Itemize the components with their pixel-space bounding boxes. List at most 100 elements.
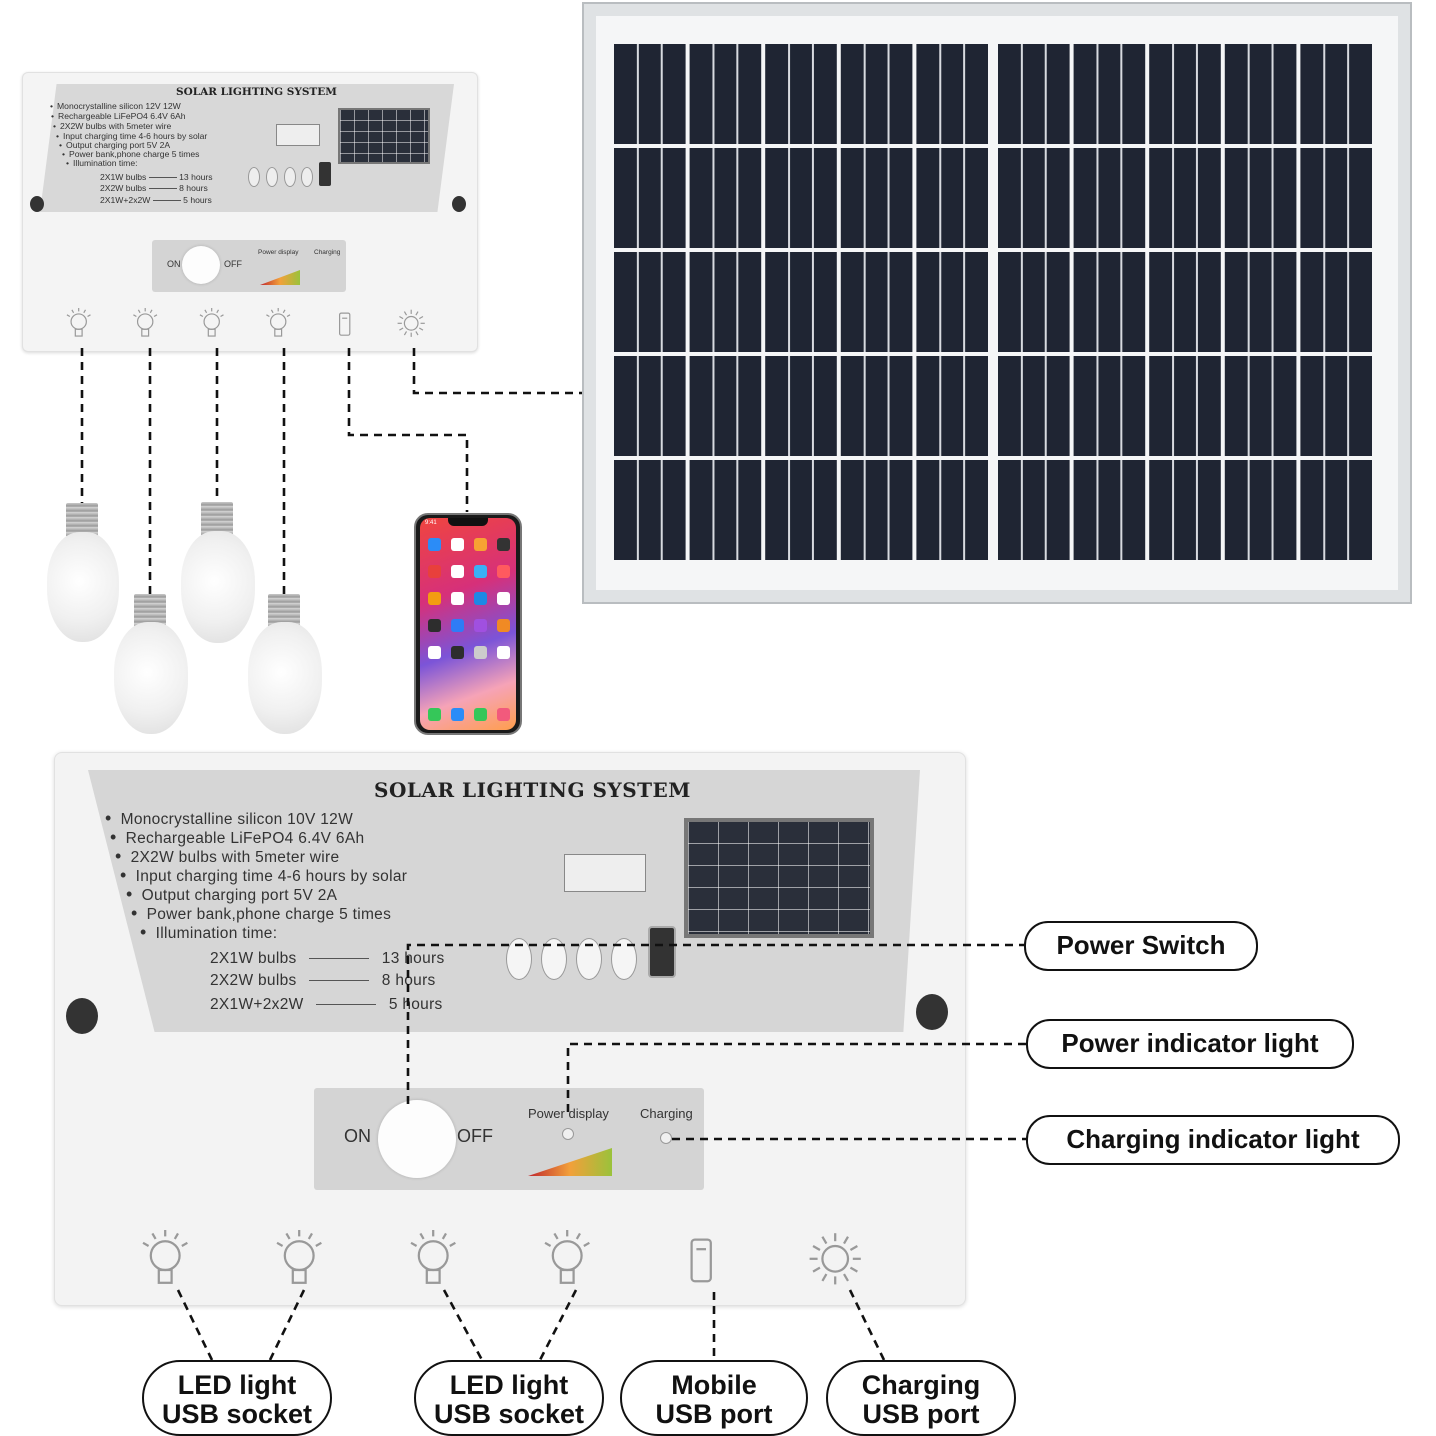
- power-display-label: Power display: [258, 249, 299, 256]
- illum-load: 2X1W bulbs: [100, 172, 147, 182]
- power-switch-small[interactable]: [182, 246, 220, 284]
- app-icon: [497, 565, 510, 578]
- spec-line: Input charging time 4-6 hours by solar: [56, 131, 207, 141]
- battery-level-indicator: [528, 1148, 612, 1176]
- bulb-glass: [248, 622, 322, 734]
- callout-line: LED light: [177, 1370, 297, 1400]
- solar-cell: [1149, 148, 1221, 248]
- spec-line: Monocrystalline silicon 10V 12W: [105, 808, 353, 829]
- solar-cell: [765, 148, 837, 248]
- sun-icon: [809, 1233, 861, 1285]
- controller-small-ports: [66, 308, 425, 337]
- solar-cell: [1073, 356, 1146, 456]
- solar-cell: [1073, 252, 1146, 352]
- bulb-icon: [142, 1230, 188, 1284]
- app-icon: [428, 565, 441, 578]
- screw-hole: [30, 196, 44, 212]
- callout-power-switch: Power Switch: [1024, 921, 1258, 971]
- bulb-icon: [276, 1230, 322, 1284]
- app-icon: [451, 646, 464, 659]
- illum-load: 2X1W+2x2W: [100, 195, 151, 205]
- callout-line: Charging: [861, 1370, 981, 1400]
- solar-cell: [689, 356, 762, 456]
- solar-cell: [689, 148, 762, 248]
- solar-cell: [1300, 356, 1372, 456]
- solar-cell: [1224, 44, 1297, 144]
- spec-line: Illumination time:: [66, 158, 137, 168]
- off-label: OFF: [224, 259, 242, 269]
- bulb-glass: [47, 532, 119, 642]
- bulb-icon: [199, 308, 224, 337]
- solar-panel: [596, 16, 1398, 590]
- solar-cell: [1149, 356, 1221, 456]
- illum-row: 2X1W bulbs 13 hours: [210, 950, 445, 968]
- solar-cell: [1300, 148, 1372, 248]
- solar-panel-picture: [684, 818, 874, 938]
- callout-line: Mobile: [671, 1370, 757, 1400]
- illum-row: 2X1W bulbs 13 hours: [100, 172, 213, 182]
- illum-time: 8 hours: [381, 972, 436, 989]
- app-icon: [497, 592, 510, 605]
- spec-line: Power bank,phone charge 5 times: [62, 149, 199, 159]
- illum-time: 5 hours: [388, 996, 443, 1013]
- spec-line: Output charging port 5V 2A: [59, 140, 170, 150]
- screw-hole: [452, 196, 466, 212]
- solar-cell: [1224, 460, 1297, 560]
- solar-cell: [840, 148, 913, 248]
- bulb-picture: [284, 167, 296, 187]
- charging-label: Charging: [314, 249, 341, 256]
- charging-indicator-light: [660, 1132, 672, 1144]
- solar-cell: [998, 356, 1070, 456]
- solar-cell: [614, 44, 686, 144]
- spec-line: Power bank,phone charge 5 times: [131, 903, 391, 924]
- app-icon: [474, 619, 487, 632]
- solar-panel-picture: [338, 108, 430, 164]
- dock-icon: [497, 708, 510, 721]
- sun-icon: [397, 309, 425, 337]
- controller-small-title: SOLAR LIGHTING SYSTEM: [176, 86, 337, 98]
- bulb-icon: [544, 1230, 590, 1284]
- solar-cell: [765, 356, 837, 456]
- bulb-picture: [301, 167, 313, 187]
- bulb-base: [66, 503, 98, 537]
- solar-cell: [840, 252, 913, 352]
- controller-large-ports: [142, 1230, 861, 1285]
- power-display-label: Power display: [528, 1106, 609, 1121]
- bulb-icon: [66, 308, 91, 337]
- callout-line: USB socket: [161, 1399, 313, 1429]
- solar-cell: [1300, 252, 1372, 352]
- screw-hole: [66, 998, 98, 1034]
- power-indicator-light: [562, 1128, 574, 1140]
- app-icon: [451, 619, 464, 632]
- power-switch[interactable]: [378, 1100, 456, 1178]
- app-icon: [451, 565, 464, 578]
- solar-cell: [765, 460, 837, 560]
- solar-cell: [1300, 44, 1372, 144]
- spec-line: Rechargeable LiFePO4 6.4V 6Ah: [110, 827, 364, 848]
- spec-line: Output charging port 5V 2A: [126, 884, 337, 905]
- spec-line: Illumination time:: [140, 922, 277, 943]
- app-icon: [497, 646, 510, 659]
- app-icon: [474, 646, 487, 659]
- illum-load: 2X1W+2x2W: [210, 996, 304, 1013]
- solar-cell: [689, 460, 762, 560]
- solar-cell: [1224, 356, 1297, 456]
- solar-cell: [916, 460, 988, 560]
- illum-time: 13 hours: [381, 950, 445, 967]
- spec-line: 2X2W bulbs with 5meter wire: [53, 121, 171, 131]
- solar-cell: [689, 44, 762, 144]
- bulb-picture: [248, 167, 260, 187]
- screw-hole: [916, 994, 948, 1030]
- solar-cell: [1300, 460, 1372, 560]
- bulb-picture: [266, 167, 278, 187]
- solar-cell: [1224, 148, 1297, 248]
- illum-row: 2X1W+2x2W 5 hours: [210, 996, 443, 1014]
- dock-icon: [428, 708, 441, 721]
- phone-picture: [648, 926, 676, 978]
- dock-icon: [451, 708, 464, 721]
- charging-label: Charging: [640, 1106, 693, 1121]
- solar-cell: [840, 460, 913, 560]
- off-label: OFF: [457, 1126, 493, 1146]
- phone-notch: [448, 518, 488, 526]
- illum-time: 5 hours: [183, 195, 212, 205]
